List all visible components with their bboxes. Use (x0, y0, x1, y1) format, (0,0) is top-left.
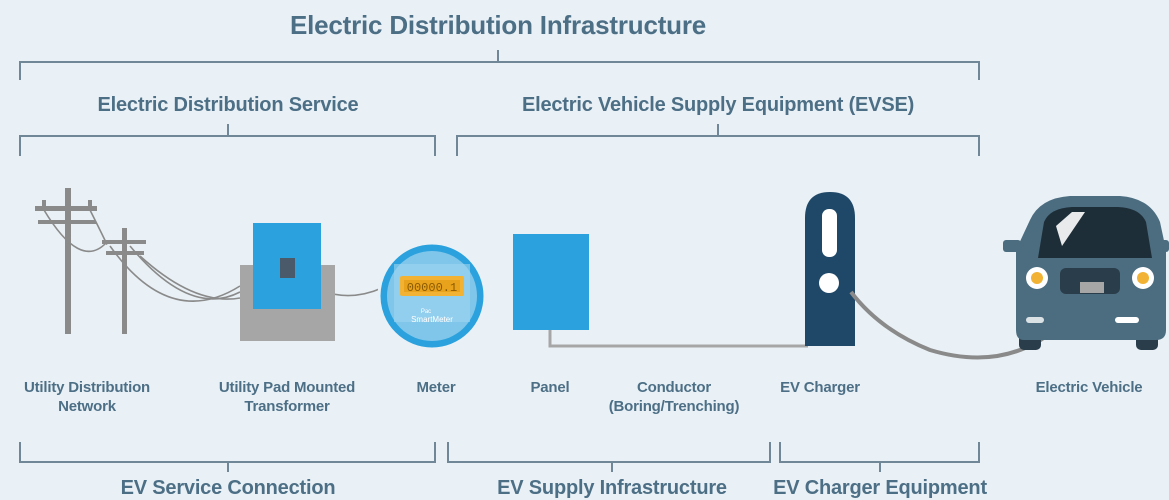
title-electric-distribution-infrastructure: Electric Distribution Infrastructure (289, 10, 707, 40)
ev-charger-icon (805, 192, 855, 346)
label-panel: Panel (530, 379, 570, 396)
label-conductor: Conductor(Boring/Trenching) (608, 379, 740, 415)
title-ev-service-connection: EV Service Connection (120, 477, 336, 499)
bracket-evse (456, 124, 980, 156)
bracket-electric-distribution-infrastructure (19, 50, 980, 80)
smart-meter-icon (377, 241, 487, 351)
panel-icon (513, 234, 589, 330)
title-ev-charger-equipment: EV Charger Equipment (773, 477, 987, 499)
meter-brand: SmartMeter (411, 315, 453, 324)
title-electric-distribution-service: Electric Distribution Service (97, 94, 359, 116)
electric-car-icon (1003, 196, 1169, 350)
label-ev-charger: EV Charger (780, 379, 860, 396)
meter-brand-prefix: Pac (421, 309, 431, 315)
bracket-ev-charger-equipment (779, 442, 980, 472)
title-ev-supply-infrastructure: EV Supply Infrastructure (497, 477, 727, 499)
title-evse: Electric Vehicle Supply Equipment (EVSE) (521, 94, 915, 116)
meter-reading: 00000.1 (407, 281, 457, 295)
bracket-electric-distribution-service (19, 124, 436, 156)
bracket-ev-supply-infrastructure (447, 442, 771, 472)
brackets (19, 50, 980, 472)
transformer-icon (240, 223, 335, 341)
bracket-ev-service-connection (19, 442, 436, 472)
utility-pole-icon (35, 188, 146, 334)
power-lines (43, 209, 383, 302)
label-meter: Meter (416, 379, 456, 396)
label-electric-vehicle: Electric Vehicle (1035, 379, 1143, 396)
conductor-line (548, 330, 808, 348)
